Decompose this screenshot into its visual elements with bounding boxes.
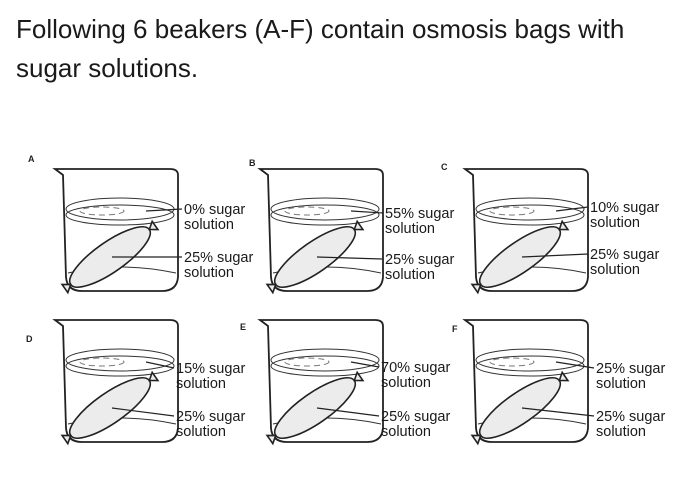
inside-leader-line	[521, 253, 589, 258]
water-ripple	[284, 206, 330, 216]
outside-solution-label: 10% sugar	[590, 200, 659, 216]
water-surface	[270, 197, 380, 221]
inside-bag-label: solution	[385, 267, 435, 283]
water-surface	[65, 197, 175, 221]
outside-solution-label: 15% sugar	[176, 361, 245, 377]
outside-leader-line	[350, 361, 380, 368]
inside-bag-label: solution	[381, 424, 431, 440]
inside-bag-label: 25% sugar	[596, 409, 665, 425]
beaker-letter-label: C	[441, 162, 448, 172]
water-ripple	[489, 357, 535, 367]
beaker-letter-label: B	[249, 158, 256, 168]
inside-bag-label: solution	[176, 424, 226, 440]
water-surface	[475, 197, 585, 221]
water-surface-lower	[475, 355, 585, 377]
inside-bag-label: 25% sugar	[184, 250, 253, 266]
outside-leader-line	[555, 206, 589, 212]
question-text: Following 6 beakers (A-F) contain osmosi…	[16, 14, 625, 83]
outside-solution-label: solution	[176, 376, 226, 392]
osmosis-bag	[265, 370, 365, 446]
inside-bag-label: 25% sugar	[176, 409, 245, 425]
water-ripple	[79, 206, 125, 216]
inside-bag-label: solution	[596, 424, 646, 440]
osmosis-bag	[470, 219, 570, 295]
water-surface	[270, 348, 380, 372]
outside-solution-label: 70% sugar	[381, 360, 450, 376]
inside-bag-label: solution	[590, 262, 640, 278]
outside-solution-label: 55% sugar	[385, 206, 454, 222]
osmosis-bag	[60, 219, 160, 295]
water-ripple	[489, 206, 535, 216]
water-surface-lower	[65, 204, 175, 226]
outside-solution-label: 0% sugar	[184, 202, 245, 218]
outside-leader-line	[350, 210, 384, 214]
water-surface-lower	[270, 204, 380, 226]
outside-solution-label: solution	[184, 217, 234, 233]
outside-solution-label: 25% sugar	[596, 361, 665, 377]
water-ripple	[79, 357, 125, 367]
outside-leader-line	[145, 361, 175, 369]
beaker-letter-label: D	[26, 334, 33, 344]
osmosis-bag	[470, 370, 570, 446]
inside-leader-line	[521, 407, 595, 417]
water-ripple	[284, 357, 330, 367]
water-surface-lower	[270, 355, 380, 377]
inside-leader-line	[316, 256, 384, 260]
water-surface	[65, 348, 175, 372]
inside-bag-label: 25% sugar	[385, 252, 454, 268]
outside-solution-label: solution	[381, 375, 431, 391]
inside-leader-line	[316, 407, 380, 417]
osmosis-bag	[60, 370, 160, 446]
osmosis-bag	[265, 219, 365, 295]
outside-solution-label: solution	[590, 215, 640, 231]
outside-solution-label: solution	[385, 221, 435, 237]
outside-leader-line	[145, 208, 183, 212]
inside-bag-label: 25% sugar	[381, 409, 450, 425]
beaker-letter-label: F	[452, 324, 458, 334]
beaker-letter-label: A	[28, 154, 35, 164]
beaker-letter-label: E	[240, 322, 246, 332]
outside-solution-label: solution	[596, 376, 646, 392]
water-surface	[475, 348, 585, 372]
outside-leader-line	[555, 361, 595, 369]
inside-leader-line	[111, 407, 175, 417]
inside-bag-label: 25% sugar	[590, 247, 659, 263]
water-surface-lower	[65, 355, 175, 377]
inside-bag-label: solution	[184, 265, 234, 281]
water-surface-lower	[475, 204, 585, 226]
